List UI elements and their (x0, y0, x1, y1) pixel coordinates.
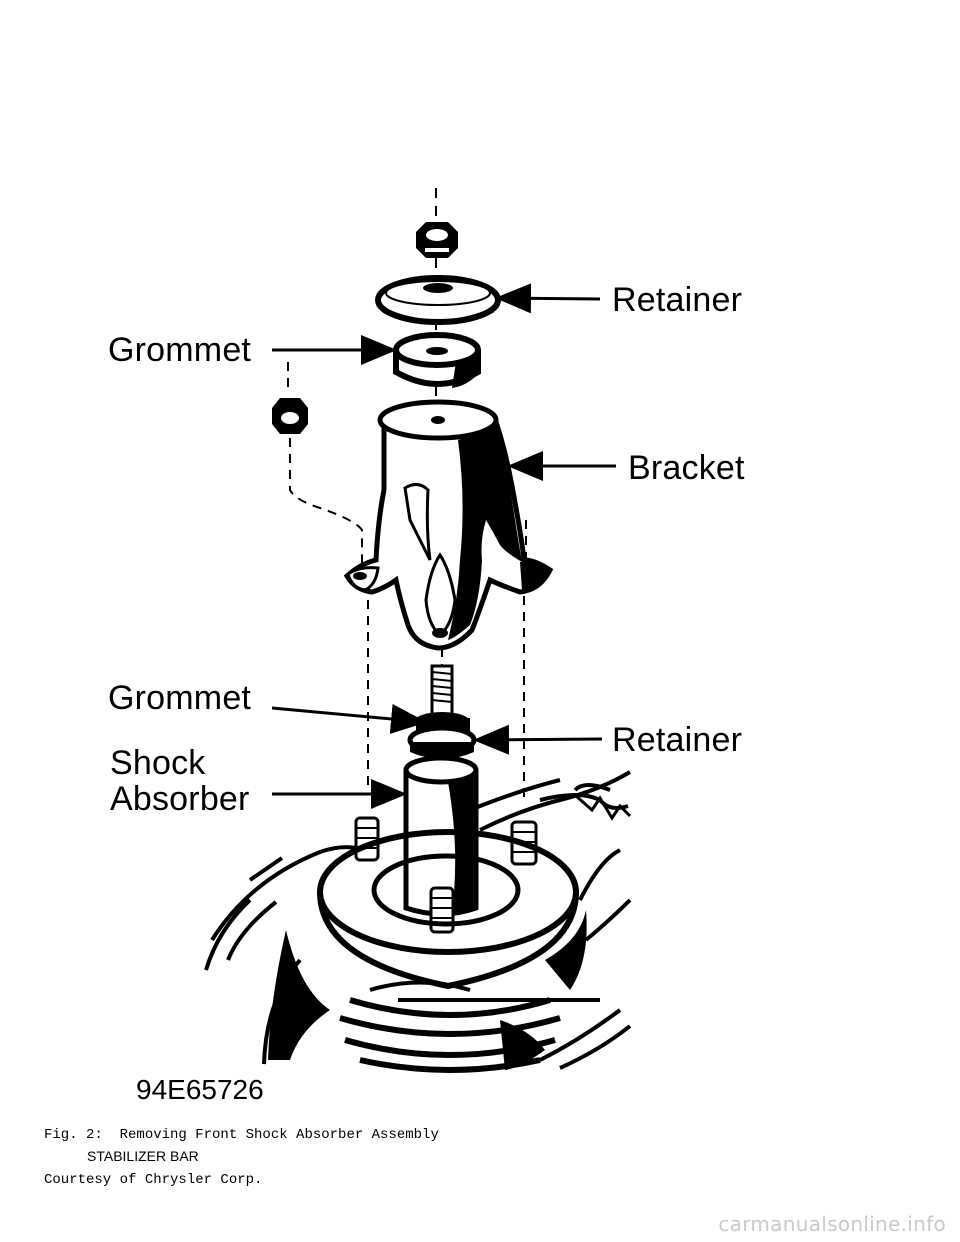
callout-shock-absorber: Shock Absorber (110, 745, 250, 817)
callout-shock-absorber-line1: Shock (110, 744, 206, 782)
callout-bracket: Bracket (628, 449, 745, 487)
callout-retainer-bottom: Retainer (612, 721, 743, 759)
watermark: carmanualsonline.info (718, 1212, 946, 1236)
caption-title: Fig. 2: Removing Front Shock Absorber As… (44, 1127, 439, 1143)
spring-shadow (500, 1020, 545, 1070)
callout-leaders (271, 283, 616, 809)
frame-hatch (575, 794, 632, 821)
figure-caption: Fig. 2: Removing Front Shock Absorber As… (44, 1098, 439, 1203)
callout-grommet-bottom: Grommet (108, 679, 252, 717)
bottom-grommet-retainer (407, 712, 477, 759)
leader-retainer-bottom (473, 724, 603, 755)
shock-absorber-body (403, 755, 479, 917)
callout-shock-absorber-line2: Absorber (110, 780, 250, 818)
leader-retainer-top (495, 283, 601, 314)
side-stud-dashes (287, 362, 527, 800)
spring-tower (268, 829, 587, 1060)
section-heading: STABILIZER BAR (87, 1148, 199, 1164)
top-retainer (375, 275, 501, 325)
body-frame-lines (204, 770, 632, 1070)
callout-grommet-top: Grommet (108, 331, 252, 369)
top-nut (416, 222, 458, 258)
top-grommet (393, 332, 481, 388)
bracket (343, 399, 554, 651)
callout-retainer-top: Retainer (612, 281, 743, 319)
caption-credit: Courtesy of Chrysler Corp. (44, 1172, 263, 1188)
leader-grommet-bottom (271, 704, 427, 734)
side-nut (272, 398, 308, 434)
figure-code: 94E65726 (136, 1074, 264, 1105)
shock-rod (430, 664, 454, 718)
